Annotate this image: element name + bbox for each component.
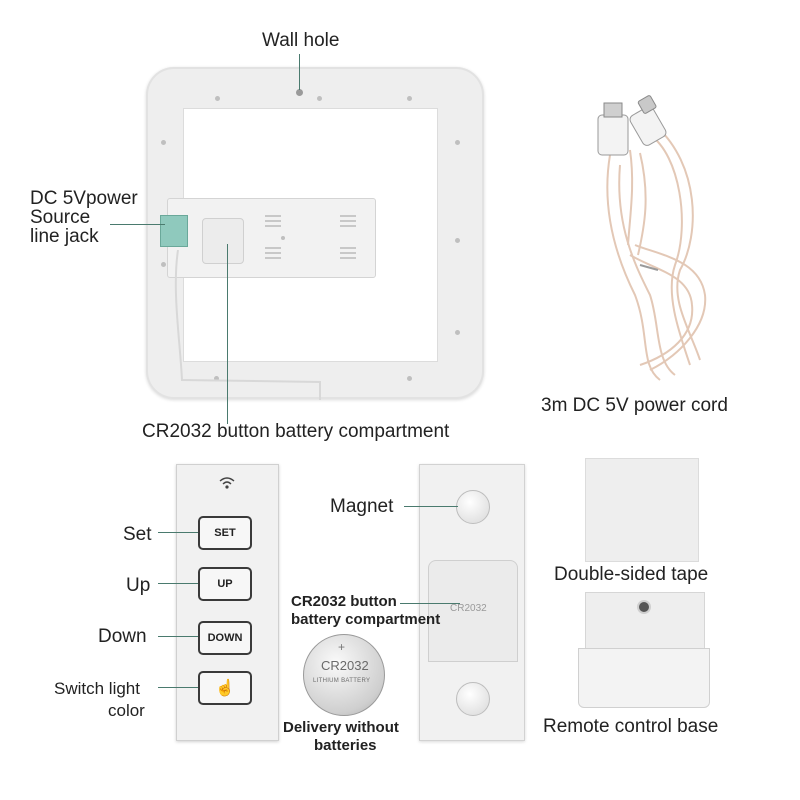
delivery-label-2: batteries [314,737,377,754]
battery-subtext: LITHIUM BATTERY [313,678,371,684]
double-sided-tape [585,458,699,562]
down-button[interactable]: DOWN [198,621,252,655]
switch-leader [158,687,198,688]
holder-slot [428,560,518,662]
magnet-leader [404,506,458,507]
set-button[interactable]: SET [198,516,252,550]
wall-hole-label: Wall hole [262,30,340,51]
screw-hole [161,140,166,145]
delivery-label-1: Delivery without [283,719,399,736]
remote-base-tray [578,648,710,708]
magnet-top [456,490,490,524]
holder-battery-leader [400,603,460,604]
coin-battery [303,634,385,716]
up-leader [158,583,198,584]
holder-battery-label-2: battery compartment [291,611,441,628]
dc-jack-label-3: line jack [30,226,99,247]
screw-hole [407,376,412,381]
set-leader [158,532,198,533]
power-cord [597,95,707,381]
wifi-icon [219,477,235,489]
screw-hole [214,376,219,381]
screw-hole [455,238,460,243]
screw-hole [407,96,412,101]
dc-jack-label-2: Source [30,207,91,228]
wall-hole [296,89,303,96]
switch-light-label-1: Switch light [54,679,140,698]
screw-hole [455,330,460,335]
up-label: Up [126,575,151,596]
down-label: Down [98,626,147,647]
vent-slots [265,215,281,217]
set-label: Set [123,524,152,545]
dc-jack-label-1: DC 5Vpower [30,188,138,209]
dc-jack [160,215,188,247]
screw-hole [455,140,460,145]
remote-base-hole [637,600,651,614]
wire-channel [174,250,321,400]
power-cord-label: 3m DC 5V power cord [541,395,728,416]
battery-model: CR2032 [321,658,369,673]
screw-hole [215,96,220,101]
screw-hole [317,96,322,101]
module-pinhole [281,236,285,240]
battery-plus: + [338,640,346,654]
holder-battery-label-1: CR2032 button [291,593,397,610]
battery-compartment-leader [227,244,228,424]
tape-label: Double-sided tape [554,564,709,585]
magnet-bottom [456,682,490,716]
dc-jack-leader [110,224,165,225]
hand-tap-icon: ☝ [215,680,235,697]
switch-light-label-2: color [108,701,145,720]
vent-slots [340,247,356,249]
vent-slots [340,215,356,217]
up-button[interactable]: UP [198,567,252,601]
remote-base-label: Remote control base [543,716,719,737]
down-leader [158,636,198,637]
switch-color-button[interactable]: ☝ [198,671,252,705]
screw-hole [161,262,166,267]
control-module [167,198,376,278]
vent-slots [265,247,281,249]
holder-print: CR2032 [450,603,487,614]
wall-hole-leader [299,54,300,90]
magnet-label: Magnet [330,496,394,517]
battery-compartment-label: CR2032 button battery compartment [142,421,450,442]
battery-compartment-cover [202,218,244,264]
